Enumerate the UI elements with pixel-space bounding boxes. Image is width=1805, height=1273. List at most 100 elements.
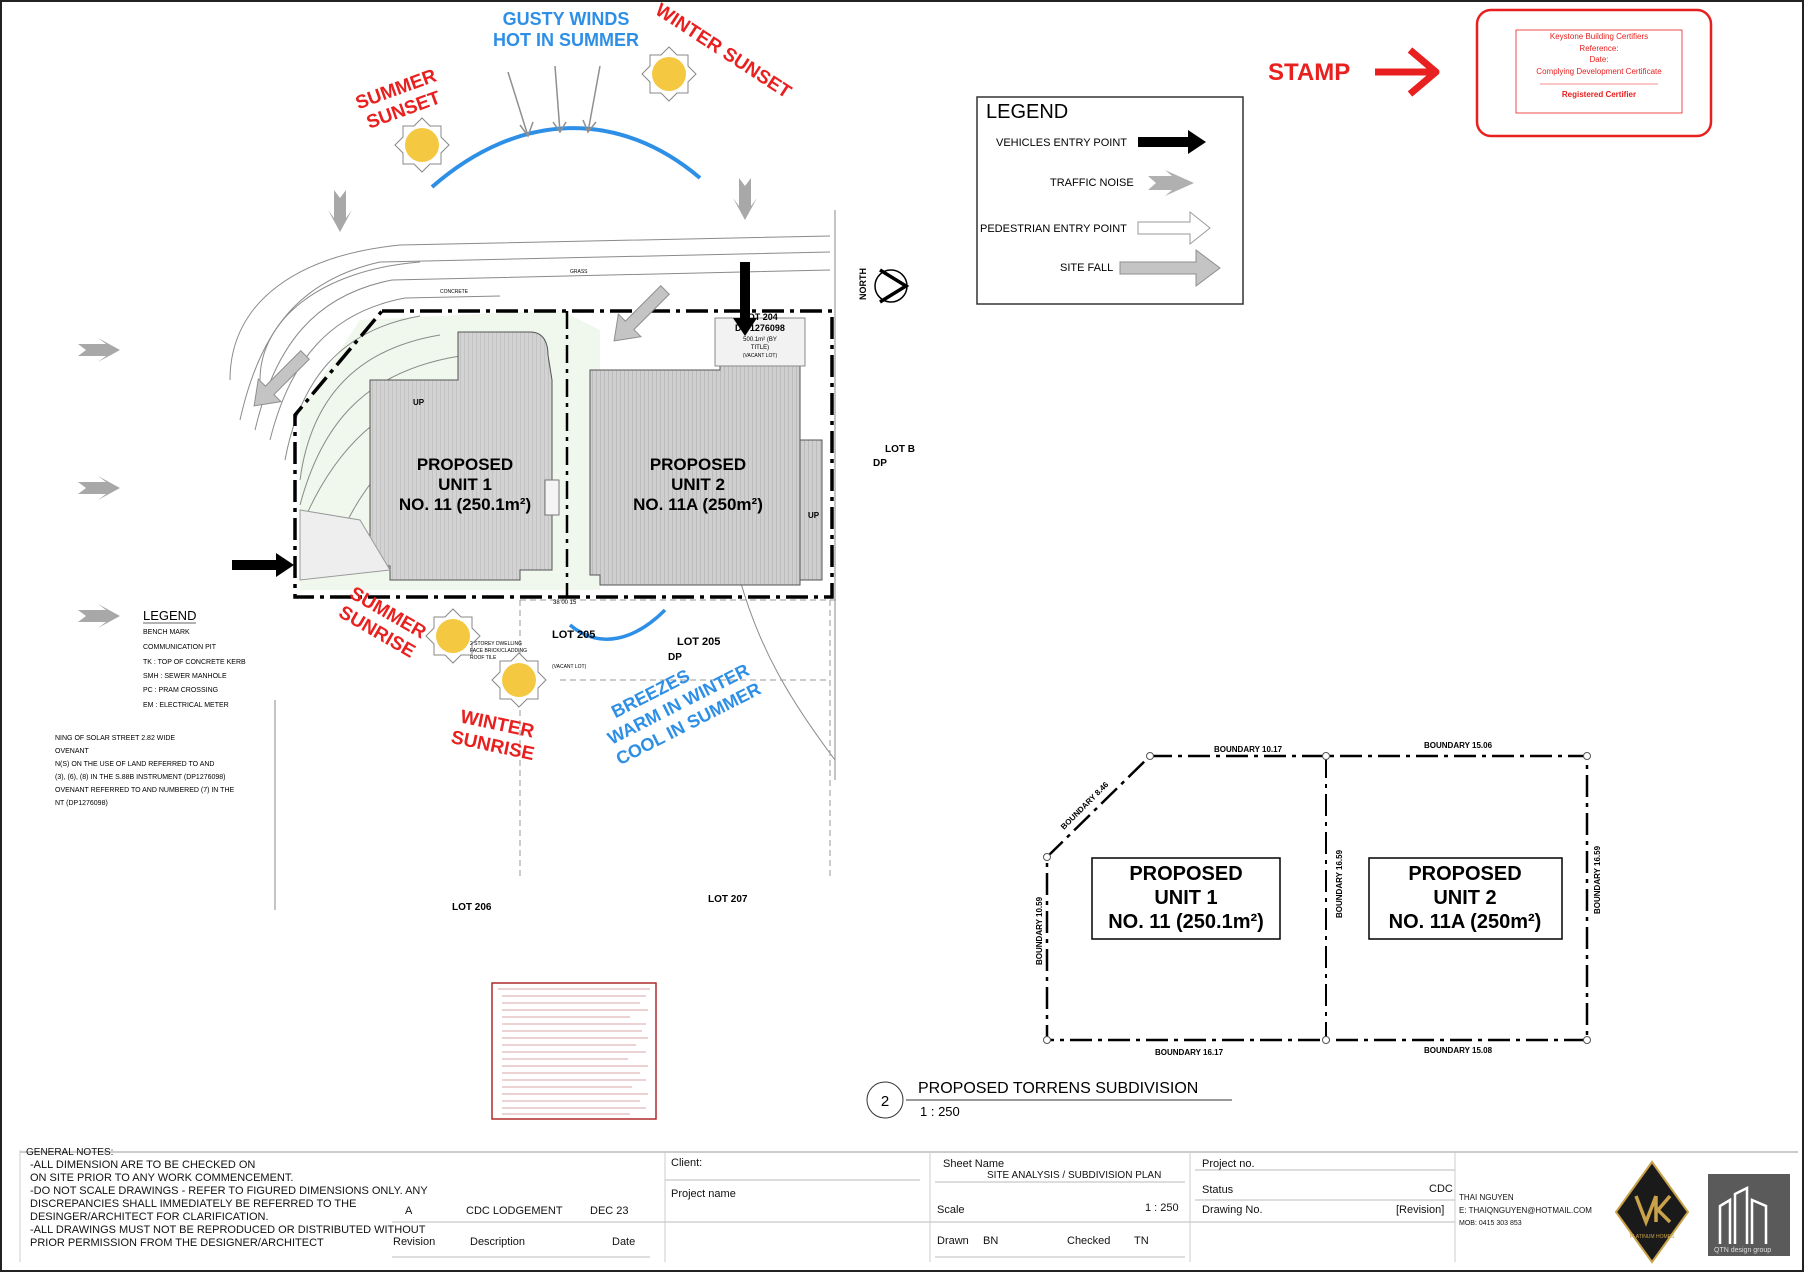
legend-title: LEGEND [986,101,1068,123]
drawing-no-label: Drawing No. [1202,1204,1263,1216]
sun-icon [641,46,697,102]
traffic-noise-legend-icon [1148,170,1194,196]
concrete-label: CONCRETE [440,289,469,295]
site-unit1-line1: PROPOSED [417,455,513,474]
lot204-patch [714,317,806,367]
stamp-line: Date: [1589,55,1608,64]
contour-lines [229,210,836,910]
designer-email: E: THAIQNGUYEN@HOTMAIL.COM [1459,1206,1592,1215]
stamp-arrow-icon [1375,47,1440,97]
site-unit1-line2: UNIT 1 [438,475,492,494]
unit1-porch [544,479,560,516]
sheet-name-value: SITE ANALYSIS / SUBDIVISION PLAN [987,1170,1161,1181]
site-legend-item: EM : ELECTRICAL METER [143,702,229,709]
view-number-circle [866,1081,904,1119]
up-label-1: UP [413,398,425,407]
vehicle-entry-arrow-icon [733,262,757,336]
north-icon [874,268,910,304]
traffic-noise-arrow-icon [78,338,120,362]
site-unit2-label: PROPOSED UNIT 2 NO. 11A (250m²) [633,455,763,514]
lot-205-vacant-label: (VACANT LOT) [552,664,587,670]
stamp-line: Registered Certifier [1562,90,1636,99]
site-legend-item: PC : PRAM CROSSING [143,687,218,694]
sun-icon [491,652,547,708]
site-unit1-label: PROPOSED UNIT 1 NO. 11 (250.1m²) [399,455,531,514]
subdivision-unit1-line2: UNIT 1 [1154,887,1217,909]
view-number: 2 [881,1093,889,1110]
unit2-garage [799,439,823,581]
vehicle-entry-arrows [232,262,757,577]
lot-205b-label: LOT 205 [677,636,720,648]
lot-205b-dp-label: DP [668,652,682,663]
legend-traffic-label: TRAFFIC NOISE [1050,177,1134,189]
boundary-top2-label: BOUNDARY 15.06 [1424,741,1493,750]
status-label: Status [1202,1184,1234,1196]
easement-note: (3), (6), (8) IN THE S.88B INSTRUMENT (D… [55,774,226,781]
lot-204-label: LOT 204 DP 1276098 500.1m² (BY TITLE) (V… [735,312,785,359]
site-fall-arrows [253,285,670,407]
lot-206-label: LOT 206 [452,902,492,913]
site-unit1-line3: NO. 11 (250.1m²) [399,495,531,514]
stamp-line: Keystone Building Certifiers [1550,32,1648,41]
lot-205-label: LOT 205 [552,629,595,641]
subdivision-unit1-box [1091,857,1281,940]
designer-name: THAI NGUYEN [1459,1193,1514,1202]
status-value: CDC [1429,1183,1453,1195]
easement-notes: NING OF SOLAR STREET 2.82 WIDE OVENANT N… [55,735,235,807]
winter-sun-arc [568,608,667,641]
wind-arrows [507,65,601,138]
subdivision-unit2-box [1368,857,1563,940]
subdivision-unit1-line3: NO. 11 (250.1m²) [1108,911,1264,933]
revision-value: A [405,1205,413,1217]
sun-icon [394,117,450,173]
subdivision-plan: PROPOSED UNIT 1 NO. 11 (250.1m²) PROPOSE… [866,741,1602,1119]
lot-204-line3: 500.1m² (BY [743,337,777,343]
unit2-roof [589,364,801,586]
subdivision-unit2-line2: UNIT 2 [1433,887,1496,909]
compliance-note-box [491,982,657,1120]
survey-pegs [1043,752,1591,1044]
grass-label: GRASS [570,269,588,275]
summer-sunset-label: SUMMER SUNSET [353,65,444,133]
traffic-noise-arrows [78,178,757,628]
dwelling-note-line1: 2 STOREY DWELLING [470,641,522,647]
dwelling-note: 2 STOREY DWELLING FACE BRICK/CLADDING RO… [470,641,527,661]
scale-value: 1 : 250 [1145,1202,1179,1214]
site-legend-item: TK : TOP OF CONCRETE KERB [143,659,246,666]
sun-icons [394,46,697,708]
description-value: CDC LODGEMENT [466,1205,563,1217]
site-legend-title: LEGEND [143,608,196,623]
driveway-area [299,509,391,581]
lot-207-label: LOT 207 [708,894,748,905]
traffic-noise-arrow-icon [328,190,352,232]
general-note-line: ON SITE PRIOR TO ANY WORK COMMENCEMENT. [30,1172,293,1184]
designer-mobile: MOB: 0415 303 853 [1459,1220,1522,1227]
site-unit2-line1: PROPOSED [650,455,746,474]
easement-note: OVENANT REFERRED TO AND NUMBERED (7) IN … [55,787,235,794]
subdivision-unit2-line1: PROPOSED [1408,863,1521,885]
dwelling-note-line2: FACE BRICK/CLADDING [470,648,527,654]
easement-note: OVENANT [55,748,90,755]
logo1-text: PLATINUM HOMES [1630,1234,1675,1240]
site-legend: LEGEND BENCH MARK COMMUNICATION PIT TK :… [143,608,246,709]
project-name-label: Project name [671,1188,736,1200]
boundary-left-label: BOUNDARY 10.59 [1035,896,1044,965]
revision-bracket-label: [Revision] [1396,1204,1444,1216]
site-fall-arrow-icon [253,350,310,407]
boundary-top1-label: BOUNDARY 10.17 [1214,745,1283,754]
lot-204-line5: (VACANT LOT) [743,353,778,359]
boundary-diag-label: BOUNDARY 8.46 [1059,780,1111,832]
north-label: NORTH [858,268,868,300]
site-unit2-line3: NO. 11A (250m²) [633,495,763,514]
site-unit2-line2: UNIT 2 [671,475,725,494]
lot-b-label: LOT B [885,444,915,455]
sun-icon [425,608,481,664]
general-note-line: DESINGER/ARCHITECT FOR CLARIFICATION. [30,1211,269,1223]
legend-box: LEGEND VEHICLES ENTRY POINT TRAFFIC NOIS… [976,96,1244,305]
boundary-mid-label: BOUNDARY 16.59 [1335,849,1344,918]
stamp-line: Complying Development Certificate [1536,67,1662,76]
lot-b-dp-label: DP [873,458,887,469]
title-block [19,1150,1798,1262]
